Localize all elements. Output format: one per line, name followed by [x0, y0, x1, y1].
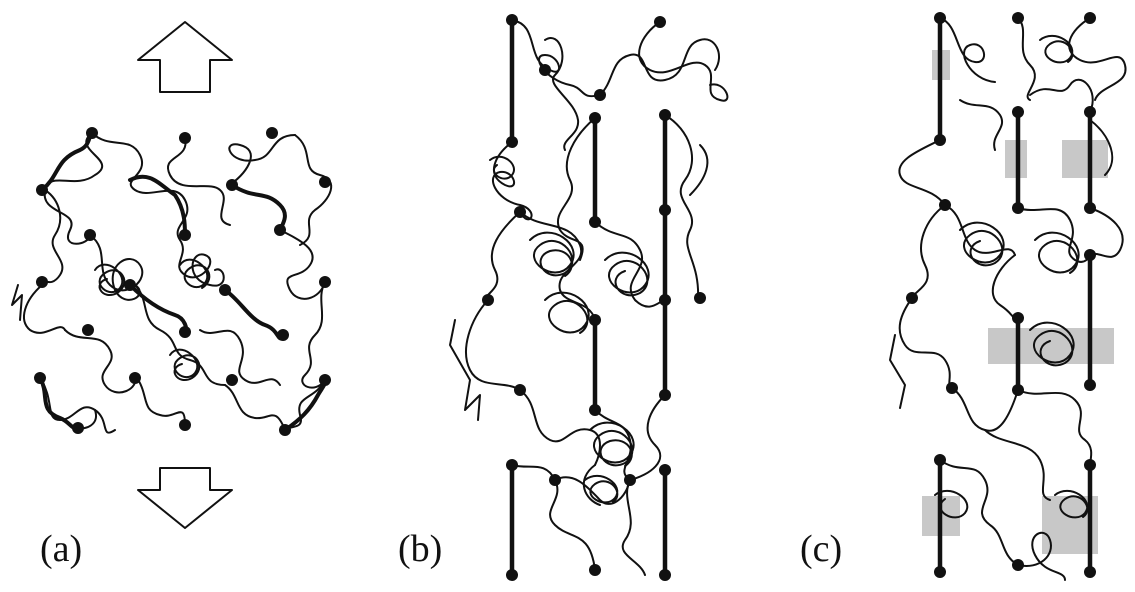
crosslink-node	[1012, 12, 1024, 24]
crosslink-node	[34, 372, 46, 384]
crosslink-node	[549, 474, 561, 486]
panel-label-a: (a)	[40, 530, 82, 568]
crosslink-node	[594, 89, 606, 101]
crosslink-node	[506, 569, 518, 581]
crosslink-node	[506, 136, 518, 148]
crosslink-node	[319, 276, 331, 288]
crosslink-node	[539, 64, 551, 76]
crosslink-node	[82, 324, 94, 336]
crosslink-node	[1012, 106, 1024, 118]
crosslink-node	[1084, 12, 1096, 24]
crosslink-node	[277, 329, 289, 341]
crosslink-node	[1012, 559, 1024, 571]
crosslink-node	[589, 112, 601, 124]
crosslink-node	[1084, 566, 1096, 578]
crosslink-node	[1084, 459, 1096, 471]
crosslink-node	[934, 566, 946, 578]
crosslink-node	[624, 474, 636, 486]
aligned-region	[988, 328, 1114, 364]
crosslink-node	[482, 294, 494, 306]
crosslink-node	[659, 389, 671, 401]
crosslink-node	[219, 284, 231, 296]
crosslink-node	[946, 382, 958, 394]
crosslink-node	[506, 459, 518, 471]
chain-tangle-a	[12, 133, 331, 433]
crosslink-node	[1084, 379, 1096, 391]
crosslink-node	[124, 279, 136, 291]
crosslink-node	[179, 229, 191, 241]
crosslink-node	[86, 127, 98, 139]
crosslink-node	[319, 374, 331, 386]
crosslink-node	[1012, 312, 1024, 324]
crosslink-node	[1084, 249, 1096, 261]
crosslink-node	[179, 419, 191, 431]
crosslink-node	[906, 292, 918, 304]
crosslink-node	[589, 216, 601, 228]
crosslink-node	[939, 199, 951, 211]
aligned-region	[1062, 140, 1108, 178]
crosslink-node	[659, 569, 671, 581]
crosslink-node	[226, 374, 238, 386]
crosslink-node	[506, 14, 518, 26]
crosslink-node	[934, 454, 946, 466]
crosslink-nodes-c	[906, 12, 1096, 578]
panel-a	[12, 22, 331, 528]
crosslink-node	[654, 16, 666, 28]
crosslink-node	[129, 372, 141, 384]
crosslink-node	[226, 179, 238, 191]
crosslink-node	[179, 132, 191, 144]
crosslink-node	[1084, 106, 1096, 118]
panel-label-b: (b)	[398, 530, 442, 568]
crosslink-node	[279, 424, 291, 436]
panel-c	[890, 12, 1126, 580]
crosslink-node	[694, 292, 706, 304]
crosslink-node	[179, 326, 191, 338]
crosslink-node	[589, 314, 601, 326]
crosslink-node	[84, 229, 96, 241]
crosslink-node	[319, 176, 331, 188]
crosslink-node	[72, 422, 84, 434]
crosslink-node	[659, 109, 671, 121]
crosslink-node	[659, 464, 671, 476]
crosslink-node	[514, 206, 526, 218]
crosslink-node	[1084, 202, 1096, 214]
crosslink-node	[589, 404, 601, 416]
down-arrow	[138, 468, 232, 528]
crosslink-node	[36, 184, 48, 196]
crosslink-node	[1012, 384, 1024, 396]
panel-label-c: (c)	[800, 530, 842, 568]
crosslink-node	[659, 294, 671, 306]
panel-b	[450, 14, 727, 581]
crosslink-nodes-b	[482, 14, 706, 581]
crosslink-node	[934, 134, 946, 146]
crosslink-node	[266, 127, 278, 139]
crosslink-node	[36, 276, 48, 288]
crosslink-node	[274, 224, 286, 236]
crosslink-node	[1012, 202, 1024, 214]
crosslink-node	[589, 564, 601, 576]
crosslink-node	[659, 204, 671, 216]
taut-segments-b	[512, 20, 665, 575]
crosslink-node	[514, 384, 526, 396]
up-arrow	[138, 22, 232, 92]
crosslink-node	[934, 12, 946, 24]
